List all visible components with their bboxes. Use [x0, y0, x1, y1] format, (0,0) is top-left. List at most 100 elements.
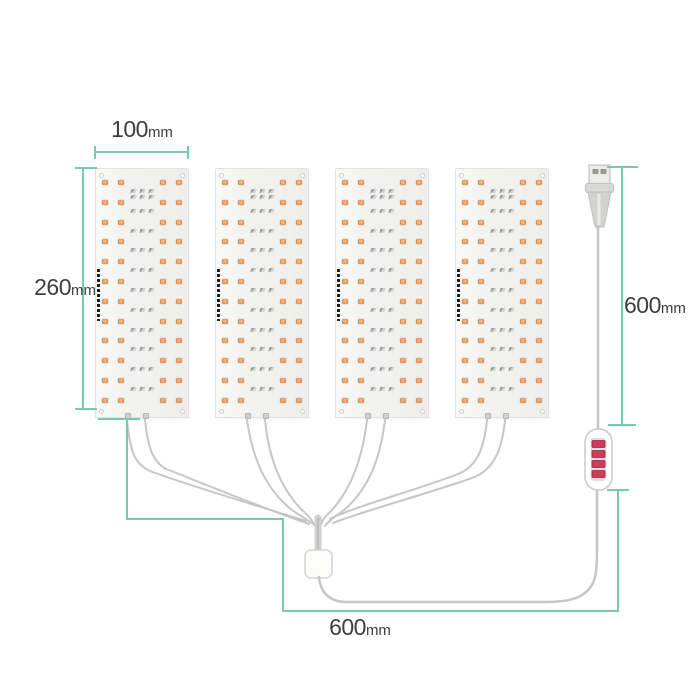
led-orange — [102, 318, 108, 324]
mount-hole — [339, 173, 344, 178]
usb-contact-slot — [600, 169, 607, 174]
mount-hole — [180, 409, 185, 414]
led-orange — [280, 338, 286, 344]
led-orange — [400, 358, 406, 364]
led-orange — [176, 219, 182, 225]
led-orange — [358, 338, 364, 344]
mount-hole — [219, 173, 224, 178]
led-orange — [478, 239, 484, 245]
led-orange — [416, 279, 422, 284]
led-orange — [358, 298, 364, 304]
controller-icon — [584, 428, 613, 491]
led-orange — [238, 259, 244, 265]
led-orange — [462, 298, 468, 304]
wire-solder-pad — [143, 413, 149, 419]
usb-plug-icon — [585, 164, 614, 228]
led-orange — [520, 279, 526, 284]
led-orange — [536, 180, 542, 185]
led-orange — [296, 199, 302, 205]
led-orange — [280, 358, 286, 364]
led-orange — [400, 279, 406, 284]
wire-panel3-a — [320, 419, 368, 525]
mount-hole — [420, 409, 425, 414]
wire-panel2-b — [264, 419, 315, 526]
led-orange — [536, 378, 542, 383]
led-panel-3 — [335, 168, 429, 419]
led-orange — [176, 279, 182, 284]
led-orange — [118, 318, 124, 324]
led-orange — [416, 318, 422, 324]
led-orange — [280, 239, 286, 245]
led-orange — [102, 180, 108, 185]
wire-solder-pad — [245, 413, 251, 419]
led-orange — [280, 199, 286, 205]
led-orange — [462, 180, 468, 185]
dim-label-cable-right: 600mm — [624, 294, 686, 317]
led-orange — [102, 397, 108, 403]
led-orange — [342, 199, 348, 205]
led-orange — [160, 358, 166, 364]
led-orange — [296, 219, 302, 225]
mount-hole — [459, 173, 464, 178]
led-orange — [478, 358, 484, 364]
led-orange — [400, 378, 406, 383]
dim-value: 100 — [111, 116, 148, 142]
led-orange — [462, 378, 468, 383]
controller-button — [591, 460, 606, 468]
led-orange — [358, 378, 364, 383]
panel-wires — [126, 419, 506, 527]
led-orange — [400, 259, 406, 265]
led-orange — [238, 199, 244, 205]
led-orange — [478, 279, 484, 284]
led-orange — [400, 239, 406, 245]
mount-hole — [339, 409, 344, 414]
dim-line-cable-right — [607, 166, 638, 426]
led-orange — [102, 219, 108, 225]
led-orange — [160, 397, 166, 403]
part-number-text — [457, 269, 460, 321]
led-orange — [358, 358, 364, 364]
led-orange — [222, 338, 228, 344]
led-orange — [416, 239, 422, 245]
led-orange — [358, 239, 364, 245]
led-orange — [342, 180, 348, 185]
led-orange — [536, 318, 542, 324]
led-orange — [520, 259, 526, 265]
dim-value: 260 — [34, 274, 71, 300]
led-orange — [536, 239, 542, 245]
led-orange — [222, 318, 228, 324]
part-number-text — [97, 269, 100, 321]
led-orange — [520, 180, 526, 185]
mount-hole — [420, 173, 425, 178]
led-orange — [102, 259, 108, 265]
led-orange — [296, 397, 302, 403]
mount-hole — [459, 409, 464, 414]
led-orange — [280, 378, 286, 383]
dim-label-panel-height: 260mm — [16, 276, 96, 299]
led-orange — [280, 318, 286, 324]
led-orange — [222, 199, 228, 205]
led-orange — [400, 397, 406, 403]
wire-panel1-b — [144, 419, 310, 525]
led-orange — [222, 279, 228, 284]
led-orange — [358, 259, 364, 265]
led-orange — [536, 358, 542, 364]
led-orange — [536, 259, 542, 265]
led-orange — [536, 338, 542, 344]
dim-line-panel-width — [94, 146, 189, 159]
led-orange — [160, 199, 166, 205]
led-orange — [358, 199, 364, 205]
led-orange — [222, 298, 228, 304]
dim-unit: mm — [660, 300, 686, 317]
led-orange — [160, 318, 166, 324]
mount-hole — [300, 409, 305, 414]
wire-panel2-a — [246, 419, 312, 524]
led-orange — [342, 219, 348, 225]
led-orange — [358, 397, 364, 403]
led-orange — [342, 358, 348, 364]
led-orange — [416, 219, 422, 225]
led-orange — [118, 279, 124, 284]
led-orange — [520, 239, 526, 245]
led-orange — [296, 378, 302, 383]
